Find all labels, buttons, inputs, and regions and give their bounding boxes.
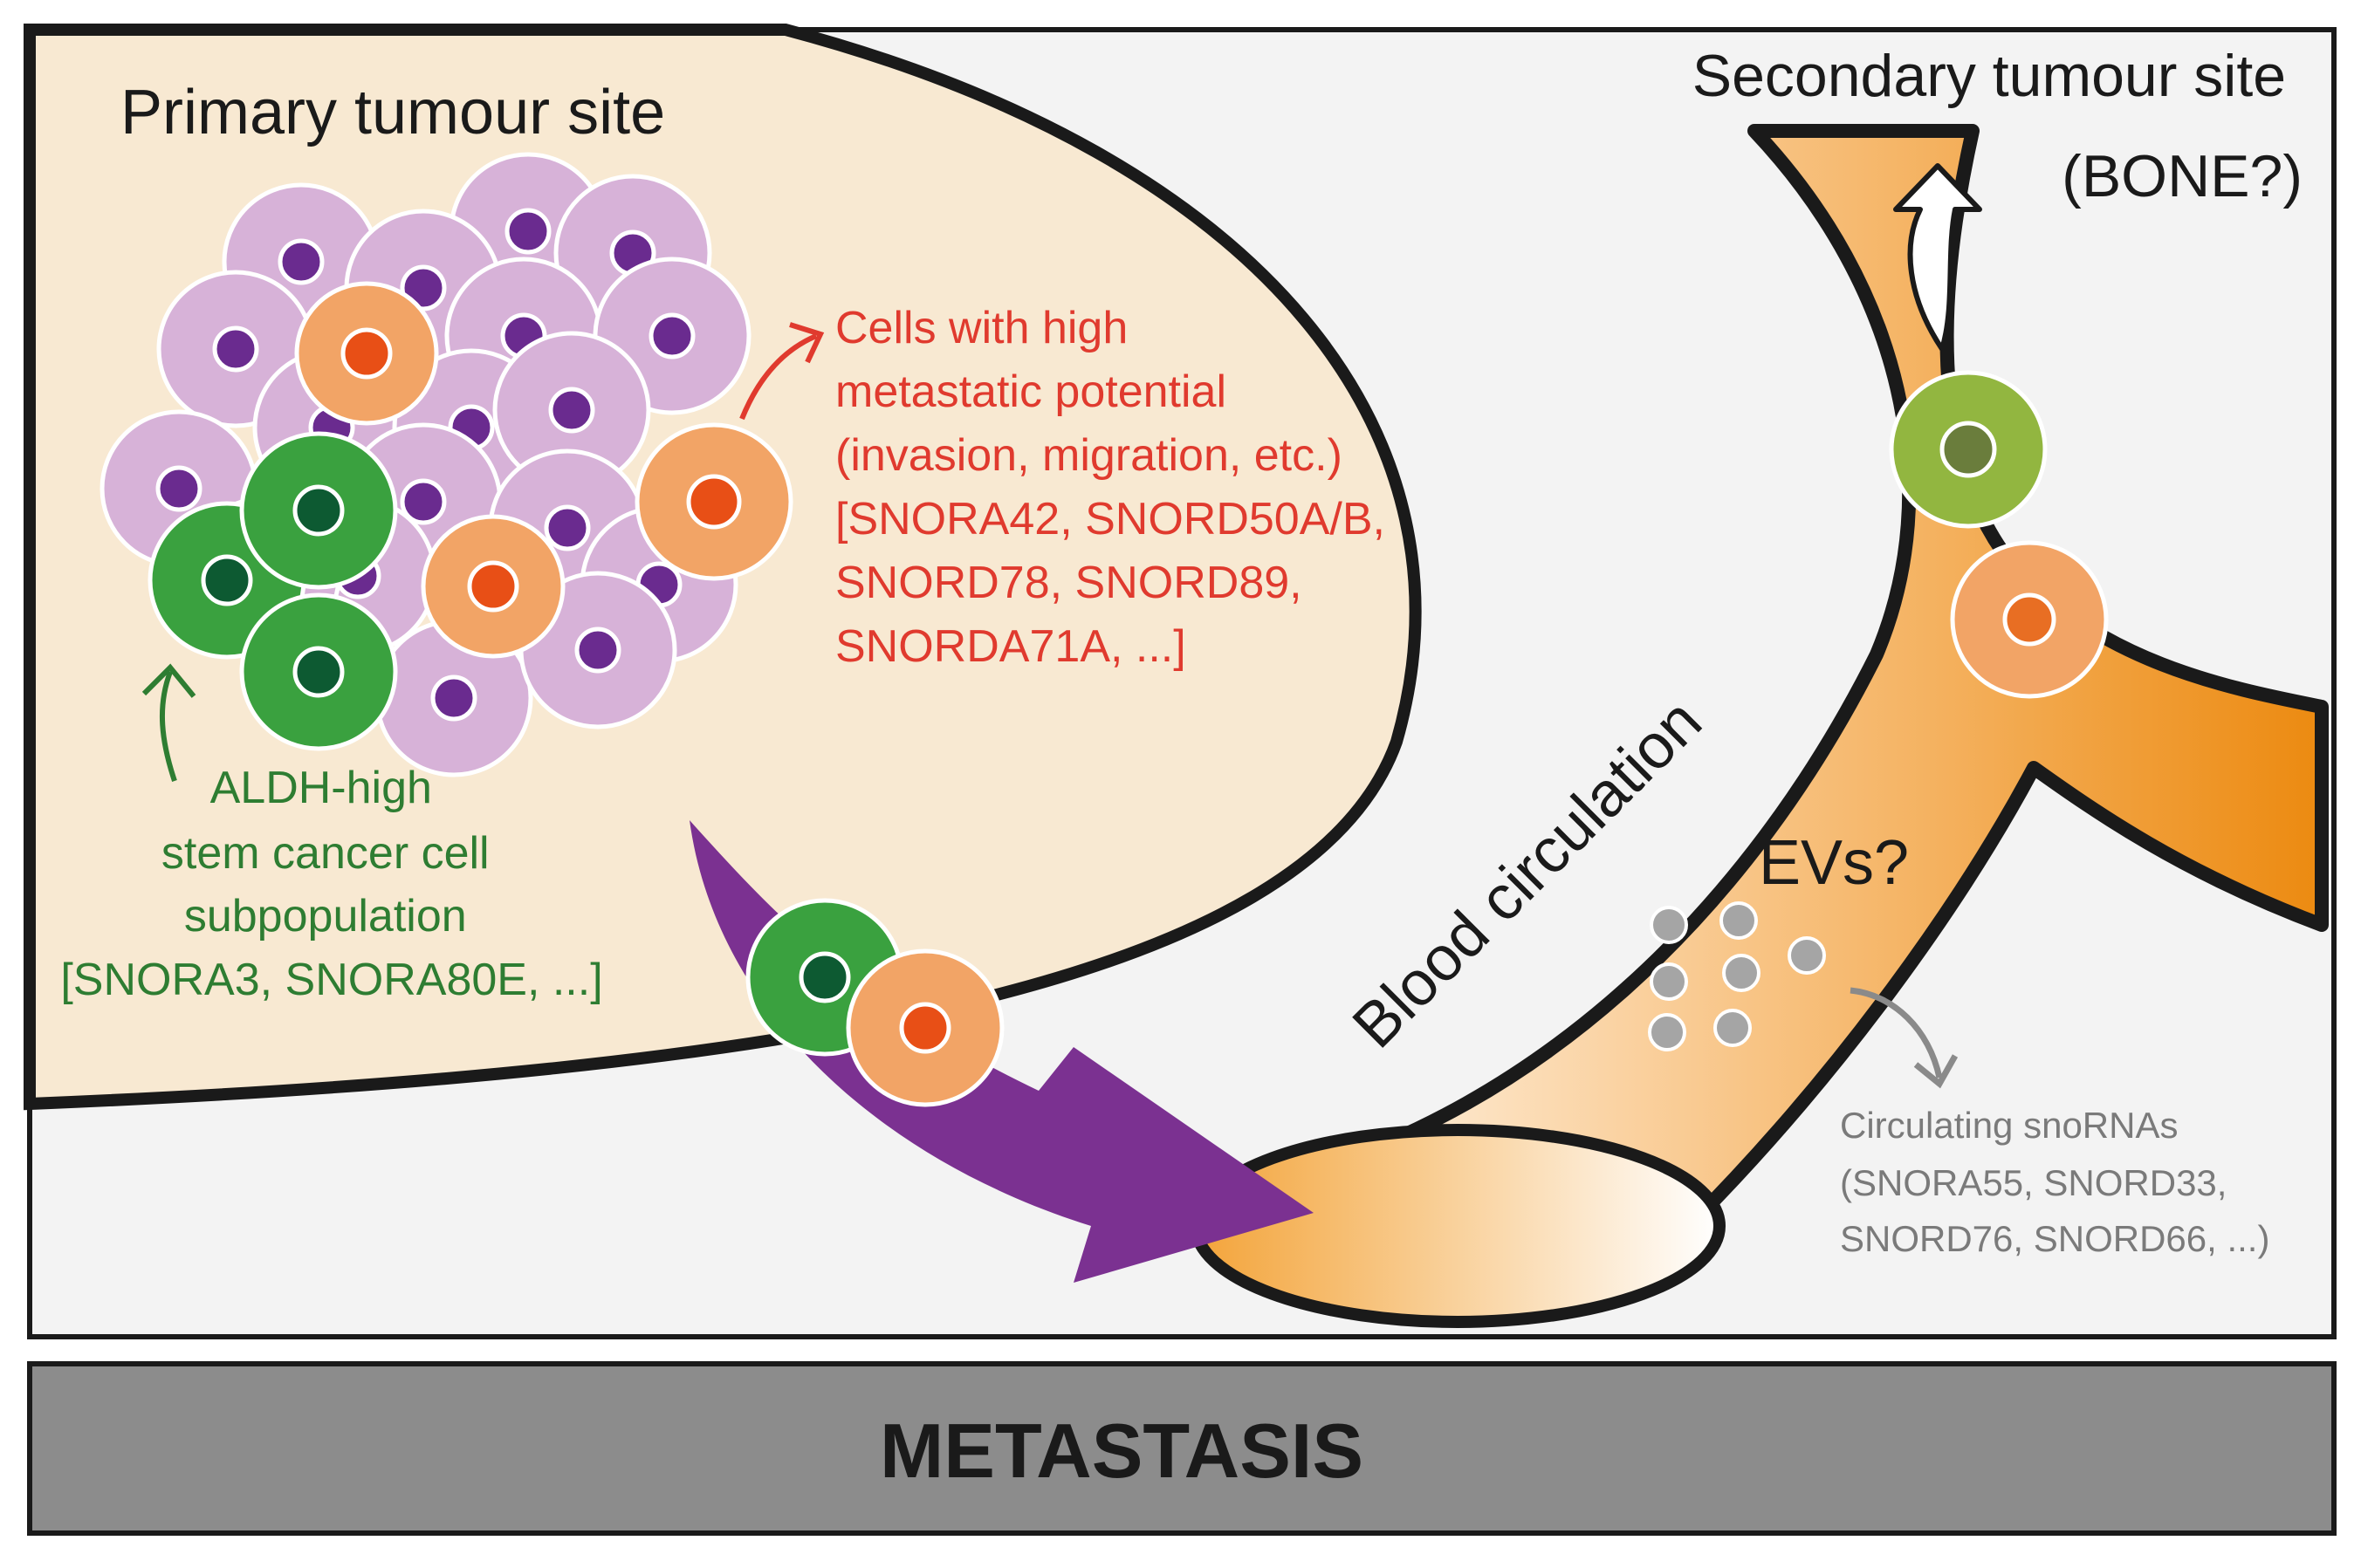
orange-cell bbox=[294, 281, 439, 426]
secondary-site-line: Secondary tumour site bbox=[1692, 43, 2286, 109]
metastatic-cells-label: Cells with high metastatic potential (in… bbox=[835, 303, 1397, 672]
secondary-site-title: Secondary tumour site (BONE?) bbox=[1692, 43, 2303, 209]
orange-cell bbox=[635, 422, 793, 581]
invasion-arrow bbox=[690, 820, 1314, 1283]
ev-particle bbox=[1650, 906, 1688, 944]
grey-arrow bbox=[1850, 987, 1959, 1089]
orange-cell bbox=[421, 514, 566, 659]
stem-cells-line: subpopulation bbox=[184, 891, 467, 941]
olive-cell bbox=[1889, 370, 2048, 529]
circulating-line: Circulating snoRNAs bbox=[1840, 1105, 2178, 1146]
circulating-line: (SNORA55, SNORD33, bbox=[1840, 1162, 2227, 1203]
circulating-snornas-label: Circulating snoRNAs (SNORA55, SNORD33, S… bbox=[1840, 1105, 2269, 1259]
ev-cluster bbox=[1648, 901, 1826, 1051]
stem-cells-label: ALDH-high stem cancer cell subpopulation… bbox=[60, 763, 602, 1005]
metastatic-cells-line: [SNORA42, SNORD50A/B, bbox=[835, 494, 1385, 544]
ev-particle bbox=[1788, 936, 1826, 975]
metastasis-banner bbox=[27, 1361, 2337, 1536]
red-arrow bbox=[739, 322, 825, 421]
metastatic-cells-line: (invasion, migration, etc.) bbox=[835, 430, 1342, 481]
metastatic-cells-line: SNORD78, SNORD89, bbox=[835, 558, 1302, 608]
metastatic-cells-line: SNORDA71A, ...] bbox=[835, 621, 1186, 672]
circulating-line: SNORD76, SNORD66, ...) bbox=[1840, 1218, 2269, 1259]
green-arrow bbox=[141, 663, 196, 782]
orange-cell bbox=[846, 948, 1005, 1107]
ev-particle bbox=[1722, 954, 1760, 992]
stem-cells-line: stem cancer cell bbox=[161, 828, 490, 879]
ev-particle bbox=[1650, 962, 1688, 1001]
blood-vessel bbox=[1190, 124, 2329, 1328]
evs-label: EVs? bbox=[1759, 828, 1909, 898]
orange-cell bbox=[1950, 540, 2109, 699]
green-cell bbox=[239, 592, 398, 751]
pink-cell bbox=[374, 619, 533, 777]
tumour-cell-cluster bbox=[100, 152, 793, 777]
metastasis-banner-label: METASTASIS bbox=[880, 1407, 1363, 1494]
metastatic-cells-line: Cells with high bbox=[835, 303, 1128, 353]
vessel-opening bbox=[1190, 1124, 1726, 1328]
secondary-site-line: (BONE?) bbox=[2062, 143, 2303, 209]
ev-particle bbox=[1713, 1009, 1752, 1047]
secondary-site-arrow bbox=[1893, 163, 1982, 352]
metastatic-cells-line: metastatic potential bbox=[835, 366, 1226, 417]
stem-cells-line: ALDH-high bbox=[210, 763, 432, 813]
stem-cells-line: [SNORA3, SNORA80E, ...] bbox=[60, 955, 602, 1005]
green-cell bbox=[239, 431, 398, 590]
primary-site-title: Primary tumour site bbox=[120, 78, 665, 147]
ev-particle bbox=[1719, 901, 1758, 940]
ev-particle bbox=[1648, 1013, 1686, 1051]
